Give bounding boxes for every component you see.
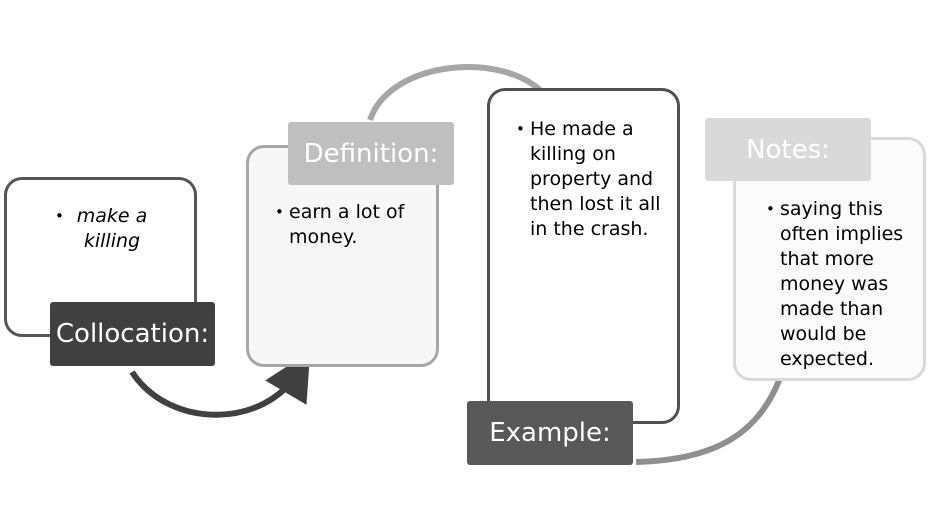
definition-bullet: earn a lot of money. [275, 200, 425, 250]
collocation-label: Collocation: [50, 302, 215, 366]
example-bullets: He made a killing on property and then l… [516, 117, 666, 242]
example-bullet: He made a killing on property and then l… [516, 117, 666, 242]
definition-bullets: earn a lot of money. [275, 200, 425, 250]
collocation-bullets: make a killing [55, 204, 167, 254]
notes-bullet: saying this often implies that more mone… [766, 197, 916, 372]
notes-bullets: saying this often implies that more mone… [766, 197, 916, 372]
arrow-collocation-to-definition [129, 351, 311, 418]
definition-label: Definition: [288, 122, 454, 185]
example-label: Example: [467, 401, 633, 465]
example-card: He made a killing on property and then l… [487, 88, 680, 424]
collocation-bullet: make a killing [55, 204, 167, 254]
arc-example-to-notes [635, 376, 783, 465]
notes-label: Notes: [705, 118, 871, 181]
arc-definition-to-example [367, 64, 548, 122]
